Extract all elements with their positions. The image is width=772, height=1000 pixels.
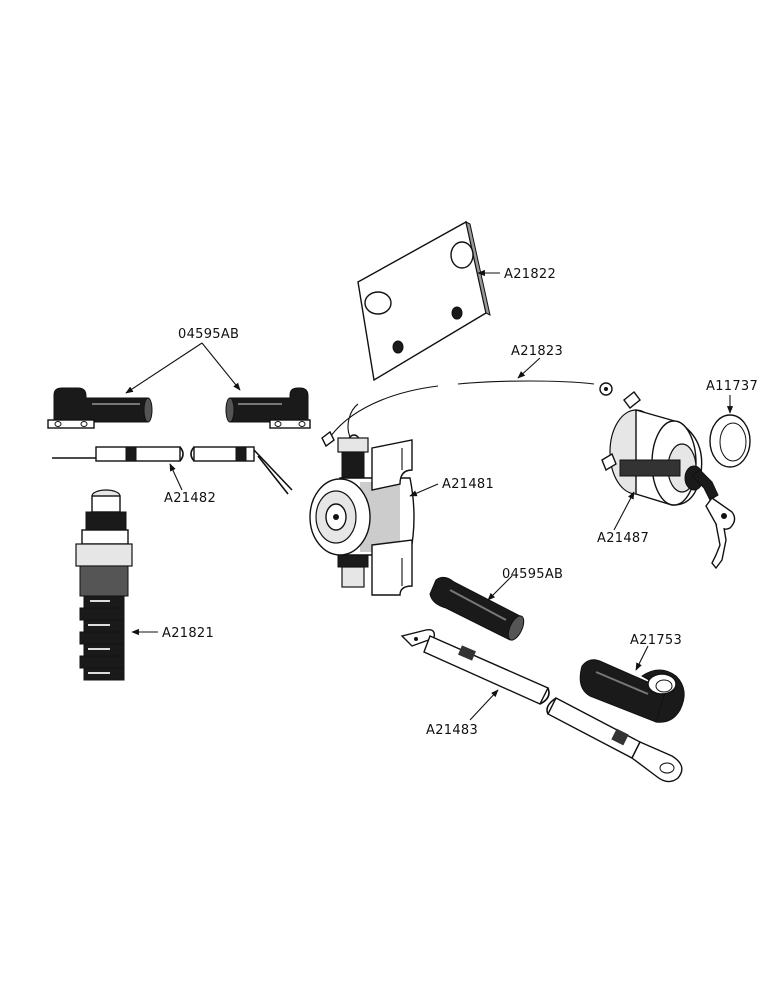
solenoid-part [309,437,415,596]
cable-a21483-part [400,628,683,783]
label-a21482: A21482 [164,491,216,506]
ignition-switch-part [601,391,736,570]
terminal-boot-lower-part [429,576,525,641]
leader-a21481 [409,483,439,497]
leader-a21482 [169,463,183,491]
label-a21823: A21823 [511,344,563,359]
label-a21483: A21483 [426,723,478,738]
leader-04595ab-top-2 [201,342,241,391]
washer-part [709,414,751,468]
wire-part [321,380,613,448]
label-a11737: A11737 [706,379,758,394]
mounting-plate-part [357,220,491,382]
label-a21822: A21822 [504,267,556,282]
label-a21753: A21753 [630,633,682,648]
leader-04595ab-top-1 [125,342,203,394]
label-a21481: A21481 [442,477,494,492]
terminal-boot-left-part [47,387,153,429]
key-icon [691,469,736,570]
label-a21821: A21821 [162,626,214,641]
label-04595ab-right: 04595AB [502,567,563,582]
terminal-cover-part [579,659,685,723]
leader-a21483 [469,689,499,721]
leader-a21487 [613,491,635,531]
leader-04595ab-right [487,575,513,601]
stud-part [75,489,133,681]
cable-a21482-part [52,446,293,495]
terminal-boot-right-part [225,387,311,429]
label-04595ab-top: 04595AB [178,327,239,342]
label-a21487: A21487 [597,531,649,546]
leader-a21753 [635,645,649,671]
leader-a21823 [517,357,541,379]
